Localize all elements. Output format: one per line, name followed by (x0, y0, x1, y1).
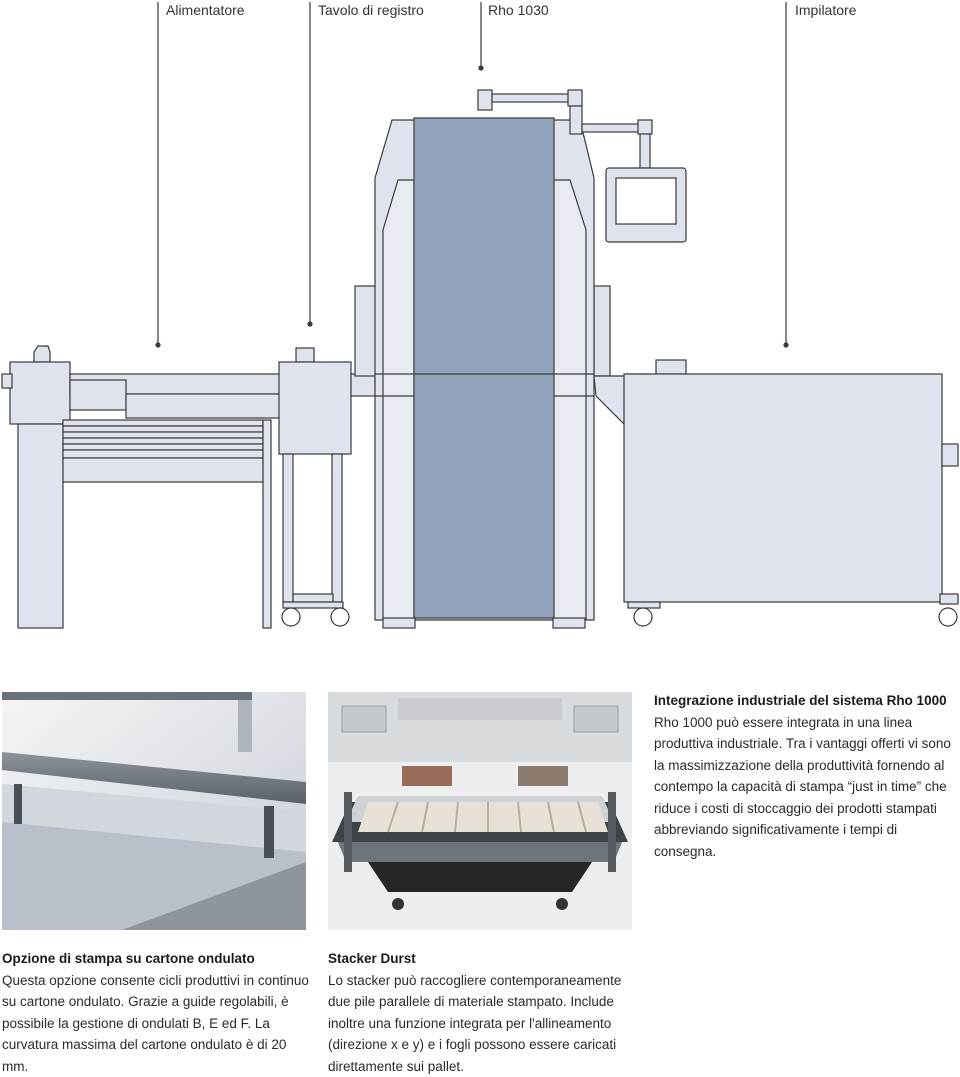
feeder-machine (2, 346, 280, 628)
durst-stacker-photo (328, 692, 632, 930)
corrugated-guides-photo (2, 692, 306, 930)
corrugated-section: Opzione di stampa su cartone ondulato Qu… (2, 948, 310, 1077)
stacker-text: Lo stacker può raccogliere contemporanea… (328, 970, 634, 1077)
integration-title: Integrazione industriale del sistema Rho… (654, 690, 954, 712)
production-line-diagram (0, 0, 960, 640)
integration-text: Rho 1000 può essere integrata in una lin… (654, 712, 954, 863)
integration-section: Integrazione industriale del sistema Rho… (654, 690, 954, 862)
registration-table-machine (279, 348, 375, 626)
stacker-title: Stacker Durst (328, 948, 634, 970)
stacker-section: Stacker Durst Lo stacker può raccogliere… (328, 948, 634, 1077)
stacker-machine (594, 360, 958, 626)
corrugated-text: Questa opzione consente cicli produttivi… (2, 970, 310, 1077)
corrugated-title: Opzione di stampa su cartone ondulato (2, 948, 310, 970)
